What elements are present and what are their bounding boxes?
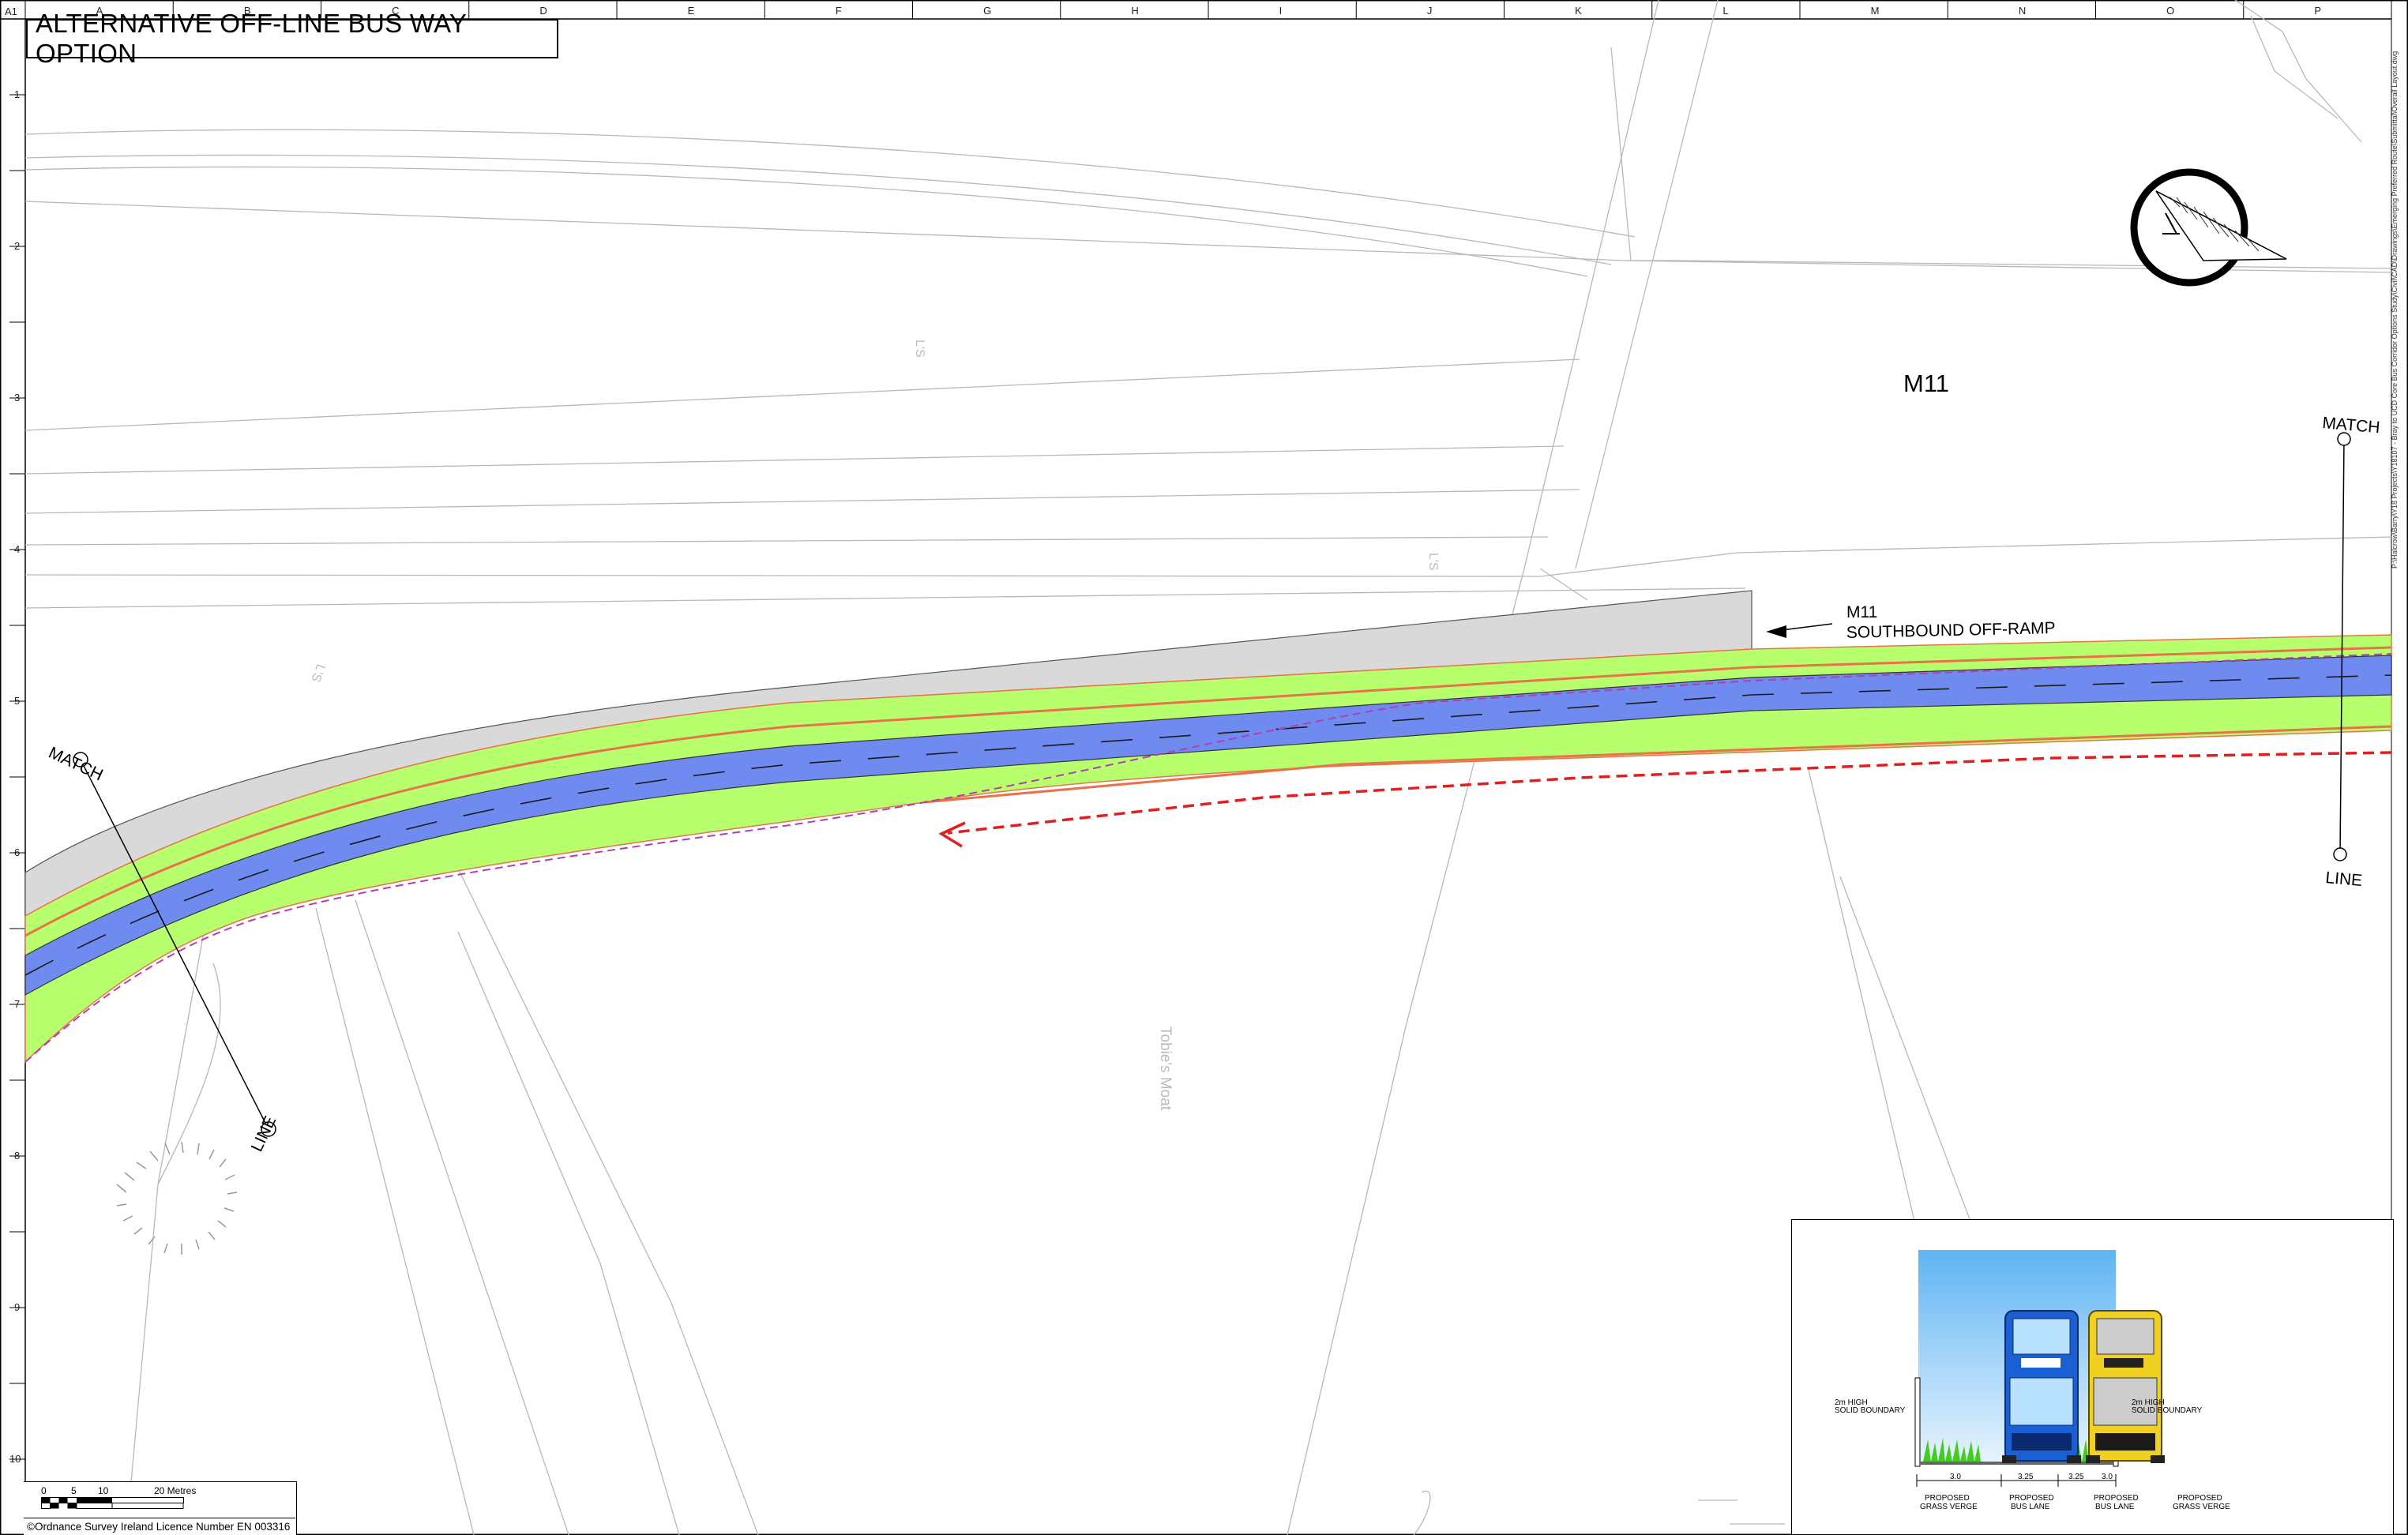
grid-col-label: A	[96, 5, 103, 17]
label-verge-left-2: GRASS VERGE	[1920, 1503, 1978, 1511]
grid-col-label: P	[2314, 5, 2321, 17]
contour-label-2: L'S	[1426, 553, 1440, 571]
grid-col-label: E	[688, 5, 695, 17]
proposed-grass-verge	[24, 634, 2392, 1064]
licence-text: ©Ordnance Survey Ireland Licence Number …	[24, 1518, 295, 1535]
typical-cross-section: 2m HIGH SOLID BOUNDARY 2m HIGH SOLID BOU…	[1791, 1219, 2394, 1535]
scale-tick-20: 20 Metres	[154, 1485, 197, 1496]
contour-label-3: L'S	[309, 662, 328, 684]
grid-col-label: F	[836, 5, 842, 17]
grid-col-label: J	[1427, 5, 1433, 17]
grid-col-label: I	[1279, 5, 1283, 17]
boundary-line	[24, 646, 2392, 937]
boundary-wall-left	[1914, 1377, 1921, 1467]
ramp-label-line1: M11	[1846, 603, 1877, 621]
proposed-bus-lane	[24, 655, 2392, 996]
grid-col-label: M	[1871, 5, 1880, 17]
sheet-size-label: A1	[5, 6, 17, 17]
grid-col-label: K	[1575, 5, 1582, 17]
arrowhead-icon	[938, 821, 966, 848]
label-lane-left-2: BUS LANE	[2011, 1503, 2050, 1511]
boundary-left-line1: 2m HIGH	[1835, 1398, 1868, 1407]
file-path-text: P:\Halcrow\Barry\Y18 Projects\Y18107 - B…	[2391, 51, 2399, 569]
label-verge-left-1: PROPOSED	[1925, 1494, 1970, 1503]
label-verge-right-2: GRASS VERGE	[2173, 1503, 2230, 1511]
grid-col-label: G	[983, 5, 991, 17]
line-label-right: LINE	[2325, 869, 2364, 890]
label-lane-right-1: PROPOSED	[2094, 1494, 2139, 1503]
dim-verge-left: 3.0	[1950, 1473, 1961, 1481]
north-arrow-icon	[2130, 168, 2287, 287]
bus-icon-yellow	[2086, 1310, 2165, 1463]
place-label: Tobie's Moat	[1157, 1026, 1174, 1111]
boundary-right-line2: SOLID BOUNDARY	[2132, 1406, 2203, 1415]
scale-bar-box: 0 5 10 20 Metres ©Ordnance Survey Irelan…	[24, 1481, 297, 1535]
grid-col-label: B	[244, 5, 251, 17]
grid-col-label: D	[539, 5, 547, 17]
match-label-right: MATCH	[2322, 414, 2381, 437]
existing-boundary-dashed	[24, 653, 2392, 1063]
drawing-title: ALTERNATIVE OFF-LINE BUS WAY OPTION	[26, 9, 558, 68]
grid-col-label: L	[1722, 5, 1728, 17]
grid-col-label: N	[2019, 5, 2026, 17]
boundary-line-lower	[923, 725, 2392, 804]
line-label-left: LINE	[248, 1113, 280, 1154]
scale-tick-0: 0	[41, 1485, 47, 1496]
ordnance-survey-linework	[24, 0, 2392, 1535]
grid-col-label: C	[392, 5, 399, 17]
label-lane-left-1: PROPOSED	[2009, 1494, 2054, 1503]
label-lane-right-2: BUS LANE	[2095, 1503, 2135, 1511]
grid-col-label: O	[2166, 5, 2174, 17]
dim-lane-right: 3.25	[2068, 1473, 2084, 1481]
dim-lane-left: 3.25	[2018, 1473, 2034, 1481]
boundary-right-line1: 2m HIGH	[2132, 1398, 2165, 1407]
scale-tick-10: 10	[98, 1485, 109, 1496]
scale-bar-graphic	[41, 1497, 184, 1509]
cross-section-drawing: 2m HIGH SOLID BOUNDARY 2m HIGH SOLID BOU…	[1835, 1250, 2230, 1511]
match-label-left: MATCH	[46, 744, 106, 785]
dim-verge-right: 3.0	[2102, 1473, 2113, 1481]
ground-line	[1920, 1462, 2113, 1465]
bus-icon-blue	[2002, 1310, 2081, 1463]
boundary-left-line2: SOLID BOUNDARY	[1835, 1406, 1906, 1415]
grid-col-label: H	[1131, 5, 1138, 17]
lane-centreline	[24, 674, 2392, 976]
leader-arrowhead-icon	[1766, 625, 1786, 638]
road-label-m11: M11	[1903, 370, 1949, 397]
contour-label-1: L'S	[913, 340, 926, 358]
proposed-route-arrow	[947, 751, 2392, 835]
scale-tick-5: 5	[71, 1485, 77, 1496]
ramp-label-line2: SOUTHBOUND OFF-RAMP	[1846, 619, 2056, 642]
dimension-line	[1916, 1474, 2117, 1487]
label-verge-right-1: PROPOSED	[2177, 1494, 2222, 1503]
earthwork-hachures	[116, 1141, 238, 1255]
match-line-right: MATCH LINE	[2322, 414, 2381, 890]
